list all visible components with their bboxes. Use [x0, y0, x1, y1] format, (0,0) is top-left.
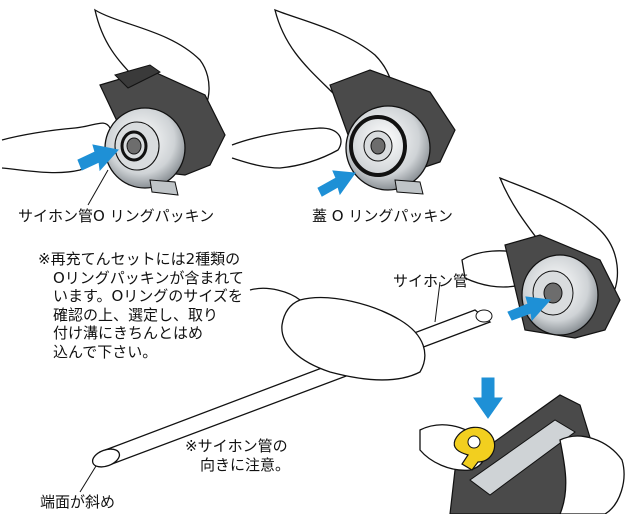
note-line: 込んで下さい。 — [53, 342, 158, 361]
arrow-icon — [507, 296, 552, 322]
siphon-orientation-note: ※サイホン管の 向きに注意。 — [185, 437, 290, 474]
label-slanted-end: 端面が斜め — [40, 493, 116, 511]
note-line: Oリングパッキンが含まれて — [53, 268, 244, 287]
label-lid-oring: 蓋 O リングパッキン — [312, 207, 453, 225]
leader-line — [79, 465, 97, 493]
note-line: ※サイホン管の — [185, 437, 288, 455]
panel-lid-oring — [231, 8, 456, 197]
arrow-icon — [473, 377, 503, 419]
arrow-icon — [317, 170, 356, 197]
panel-siphon-tube — [79, 281, 493, 493]
note-line: 付け溝にきちんとはめ — [53, 324, 204, 342]
note-line: 向きに注意。 — [200, 455, 291, 474]
label-siphon-tube-oring: サイホン管O リングパッキン — [18, 207, 215, 225]
label-siphon-tube: サイホン管 — [393, 272, 469, 290]
oring-icon — [349, 115, 407, 177]
panel-siphon-insert — [461, 176, 621, 339]
hand-icon — [281, 296, 426, 381]
hand-icon — [559, 435, 625, 514]
leader-line — [87, 169, 109, 206]
slanted-end — [91, 448, 121, 468]
panel-clip — [419, 377, 625, 514]
note-line: います。Oリングのサイズを — [53, 287, 243, 305]
note-line: ※再充てんセットには2種類の — [38, 250, 241, 268]
leader-line — [434, 281, 441, 323]
valve-lever — [114, 64, 161, 89]
arrow-icon — [77, 144, 119, 172]
hand-icon — [231, 127, 342, 169]
oring-icon — [120, 130, 148, 162]
note-line: 確認の上、選定し、取り — [53, 305, 219, 324]
yellow-clip-icon — [453, 426, 496, 471]
panel-siphon-oring — [1, 8, 226, 206]
refill-note: ※再充てんセットには2種類の Oリングパッキンが含まれて います。Oリングのサイ… — [38, 250, 244, 361]
